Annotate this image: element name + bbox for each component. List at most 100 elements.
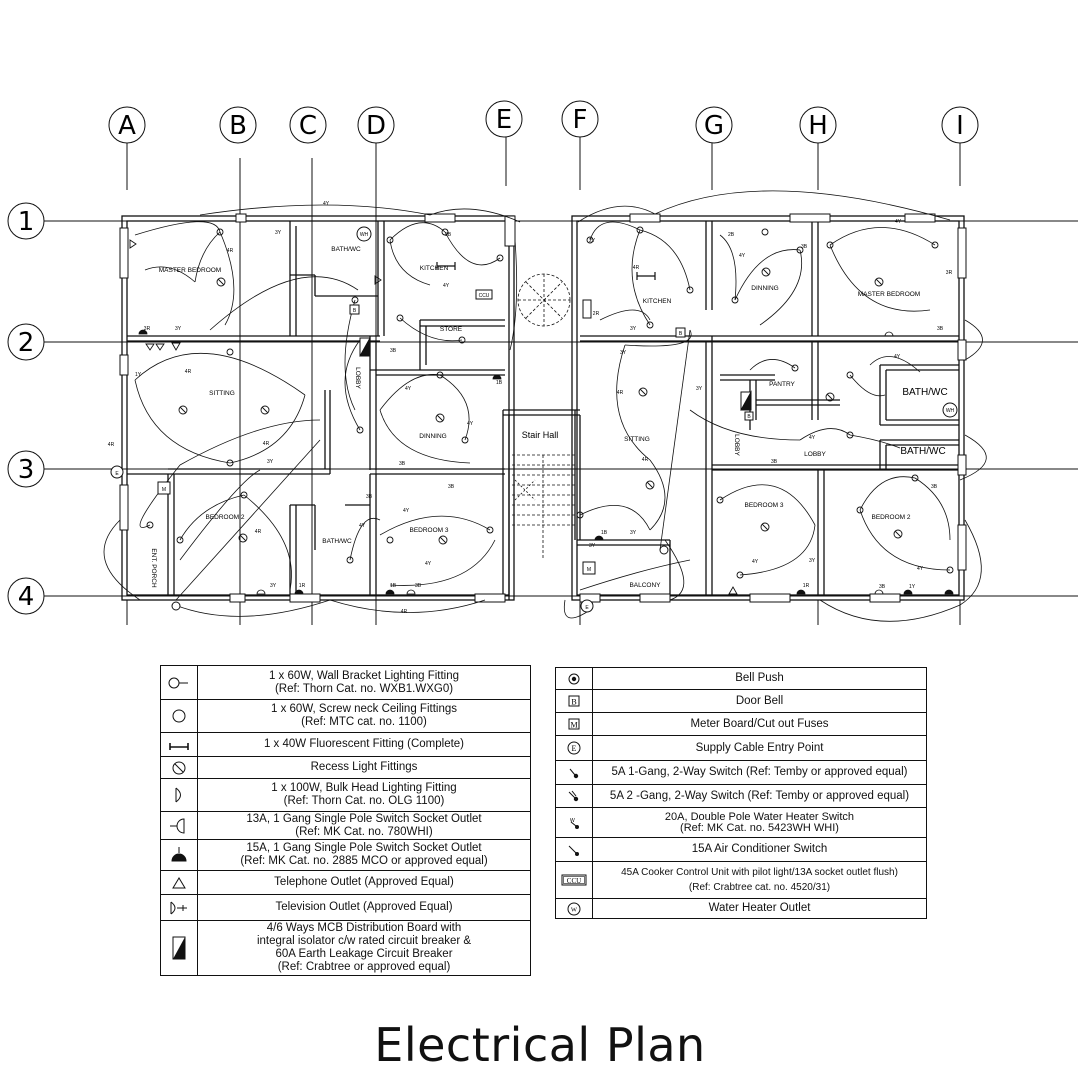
supply-letter-left: E	[115, 471, 119, 477]
legend-row: 15A Air Conditioner Switch	[555, 837, 927, 862]
circuit-mark: 4Y	[752, 559, 759, 565]
room-master-bedroom-left: MASTER BEDROOM	[159, 267, 221, 274]
circuit-mark: 3Y	[275, 230, 282, 236]
ccu-letter-left: CCU	[479, 293, 490, 299]
supply-letter: E	[572, 744, 577, 753]
circuit-mark: 4Y	[917, 566, 924, 572]
grid-columns	[108, 100, 979, 625]
grid-label-a: A	[118, 111, 136, 141]
grid-label-g: G	[704, 111, 724, 141]
circuit-mark: 3B	[366, 494, 373, 500]
windows	[119, 213, 967, 603]
room-balcony: BALCONY	[629, 582, 661, 589]
legend-row: 5A 1-Gang, 2-Way Switch (Ref: Temby or a…	[555, 760, 927, 785]
legend-text: 1 x 40W Fluorescent Fitting (Complete)	[197, 732, 531, 757]
legend-text: 45A Cooker Control Unit with pilot light…	[592, 861, 927, 899]
room-bedroom2-left: BEDROOM 2	[205, 514, 244, 521]
room-sitting-right: SITTING	[624, 436, 650, 443]
meter-letter-right: M	[587, 567, 591, 573]
fluorescent-fittings	[436, 262, 656, 280]
grid-row-labels: 1 2 3 4	[18, 207, 35, 612]
grid-label-1: 1	[18, 207, 35, 237]
room-dinning-left: DINNING	[419, 433, 446, 440]
water-heater-outlet-icon: W	[555, 898, 593, 919]
circuit-mark: 1Y	[135, 372, 142, 378]
circuit-mark: 4R	[633, 265, 640, 271]
circuit-mark: 1Y	[909, 584, 916, 590]
room-lobby-right-vertical: LOBBY	[733, 434, 740, 456]
legend-row: B Door Bell	[555, 689, 927, 713]
circuit-mark: 4R	[185, 369, 192, 375]
circuit-mark: 3Y	[809, 558, 816, 564]
circuit-mark: 3Y	[630, 326, 637, 332]
room-pantry: PANTRY	[769, 381, 795, 388]
door-bell-icon: B	[555, 689, 593, 713]
circuit-mark: 1B	[601, 530, 608, 536]
legend-row: 1 x 40W Fluorescent Fitting (Complete)	[160, 732, 531, 757]
socket-13a-icon	[160, 811, 198, 840]
legend-text: 5A 1-Gang, 2-Way Switch (Ref: Temby or a…	[592, 760, 927, 785]
legend-text: 15A, 1 Gang Single Pole Switch Socket Ou…	[197, 839, 531, 871]
legend-row: 1 x 60W, Wall Bracket Lighting Fitting (…	[160, 665, 531, 700]
room-stair-hall: Stair Hall	[522, 430, 559, 440]
circuit-mark: 1B	[390, 583, 397, 589]
television-outlet-icon	[160, 894, 198, 921]
room-lobby-left: LOBBY	[354, 367, 361, 389]
legend-text: 1 x 100W, Bulk Head Lighting Fitting (Re…	[197, 778, 531, 812]
door-bell-letter-left: B	[353, 308, 357, 314]
legend-text: Bell Push	[592, 667, 927, 690]
legend-row: W Water Heater Outlet	[555, 898, 927, 919]
legend-row: 15A, 1 Gang Single Pole Switch Socket Ou…	[160, 839, 531, 871]
circuit-mark: 3Y	[630, 530, 637, 536]
room-bedroom2-right: BEDROOM 2	[871, 514, 910, 521]
grid-column-labels: A B C D E F G H I	[118, 105, 964, 141]
legend-text: Water Heater Outlet	[592, 898, 927, 919]
room-sitting-left: SITTING	[209, 390, 235, 397]
circuit-mark: 3Y	[175, 326, 182, 332]
circuit-mark: 4R	[401, 609, 408, 615]
socket-15a-icon	[160, 839, 198, 871]
circuit-mark: 3B	[801, 244, 808, 250]
circuit-mark: 3Y	[620, 350, 627, 356]
wh-outlet-right: WH	[946, 408, 955, 414]
switch-1gang-icon	[555, 760, 593, 785]
circuit-mark: 4Y	[323, 201, 330, 207]
bulk-head-icon	[160, 778, 198, 812]
legend-row: 1 x 60W, Screw neck Ceiling Fittings (Re…	[160, 699, 531, 733]
circuit-mark: 3R	[144, 326, 151, 332]
grid-label-e: E	[496, 105, 512, 135]
water-heater-switch-icon: W	[555, 807, 593, 838]
circuit-mark: 4R	[255, 529, 262, 535]
legend-text: Door Bell	[592, 689, 927, 713]
room-bedroom3-left: BEDROOM 3	[409, 527, 448, 534]
meter-letter: M	[570, 721, 577, 730]
switch-2gang-icon	[555, 784, 593, 808]
legend-row: Recess Light Fittings	[160, 756, 531, 779]
water-heater-letter: W	[570, 818, 575, 824]
door-bell-letter: B	[571, 698, 576, 707]
wiring	[103, 190, 987, 622]
room-kitchen-right: KITCHEN	[643, 298, 672, 305]
room-bedroom3-right: BEDROOM 3	[744, 502, 783, 509]
circuit-mark: 3Y	[270, 583, 277, 589]
legend-text: Recess Light Fittings	[197, 756, 531, 779]
room-lobby-right: LOBBY	[804, 451, 826, 458]
circuit-mark: 4Y	[359, 523, 366, 529]
supply-entry-letters: E E WH WH	[115, 232, 954, 611]
circuit-mark: 3B	[771, 459, 778, 465]
grid-label-2: 2	[18, 328, 35, 358]
door-bell-letter-pantry: B	[747, 414, 751, 420]
circuit-mark: 4R	[227, 248, 234, 254]
distribution-boards	[359, 336, 752, 411]
meter-board-icon: M	[555, 712, 593, 736]
room-bath-wc-left-top: BATH/WC	[331, 246, 361, 253]
legend-text: 13A, 1 Gang Single Pole Switch Socket Ou…	[197, 811, 531, 840]
grid-label-3: 3	[18, 455, 35, 485]
ccu-icon: CCU	[555, 861, 593, 899]
circuit-mark: 4Y	[467, 421, 474, 427]
circuit-mark: 4Y	[405, 386, 412, 392]
circuit-mark: 4Y	[895, 219, 902, 225]
circuit-mark: 1B	[496, 380, 503, 386]
circuit-mark: 3B	[390, 348, 397, 354]
room-ent-porch: ENT. PORCH	[150, 548, 157, 588]
